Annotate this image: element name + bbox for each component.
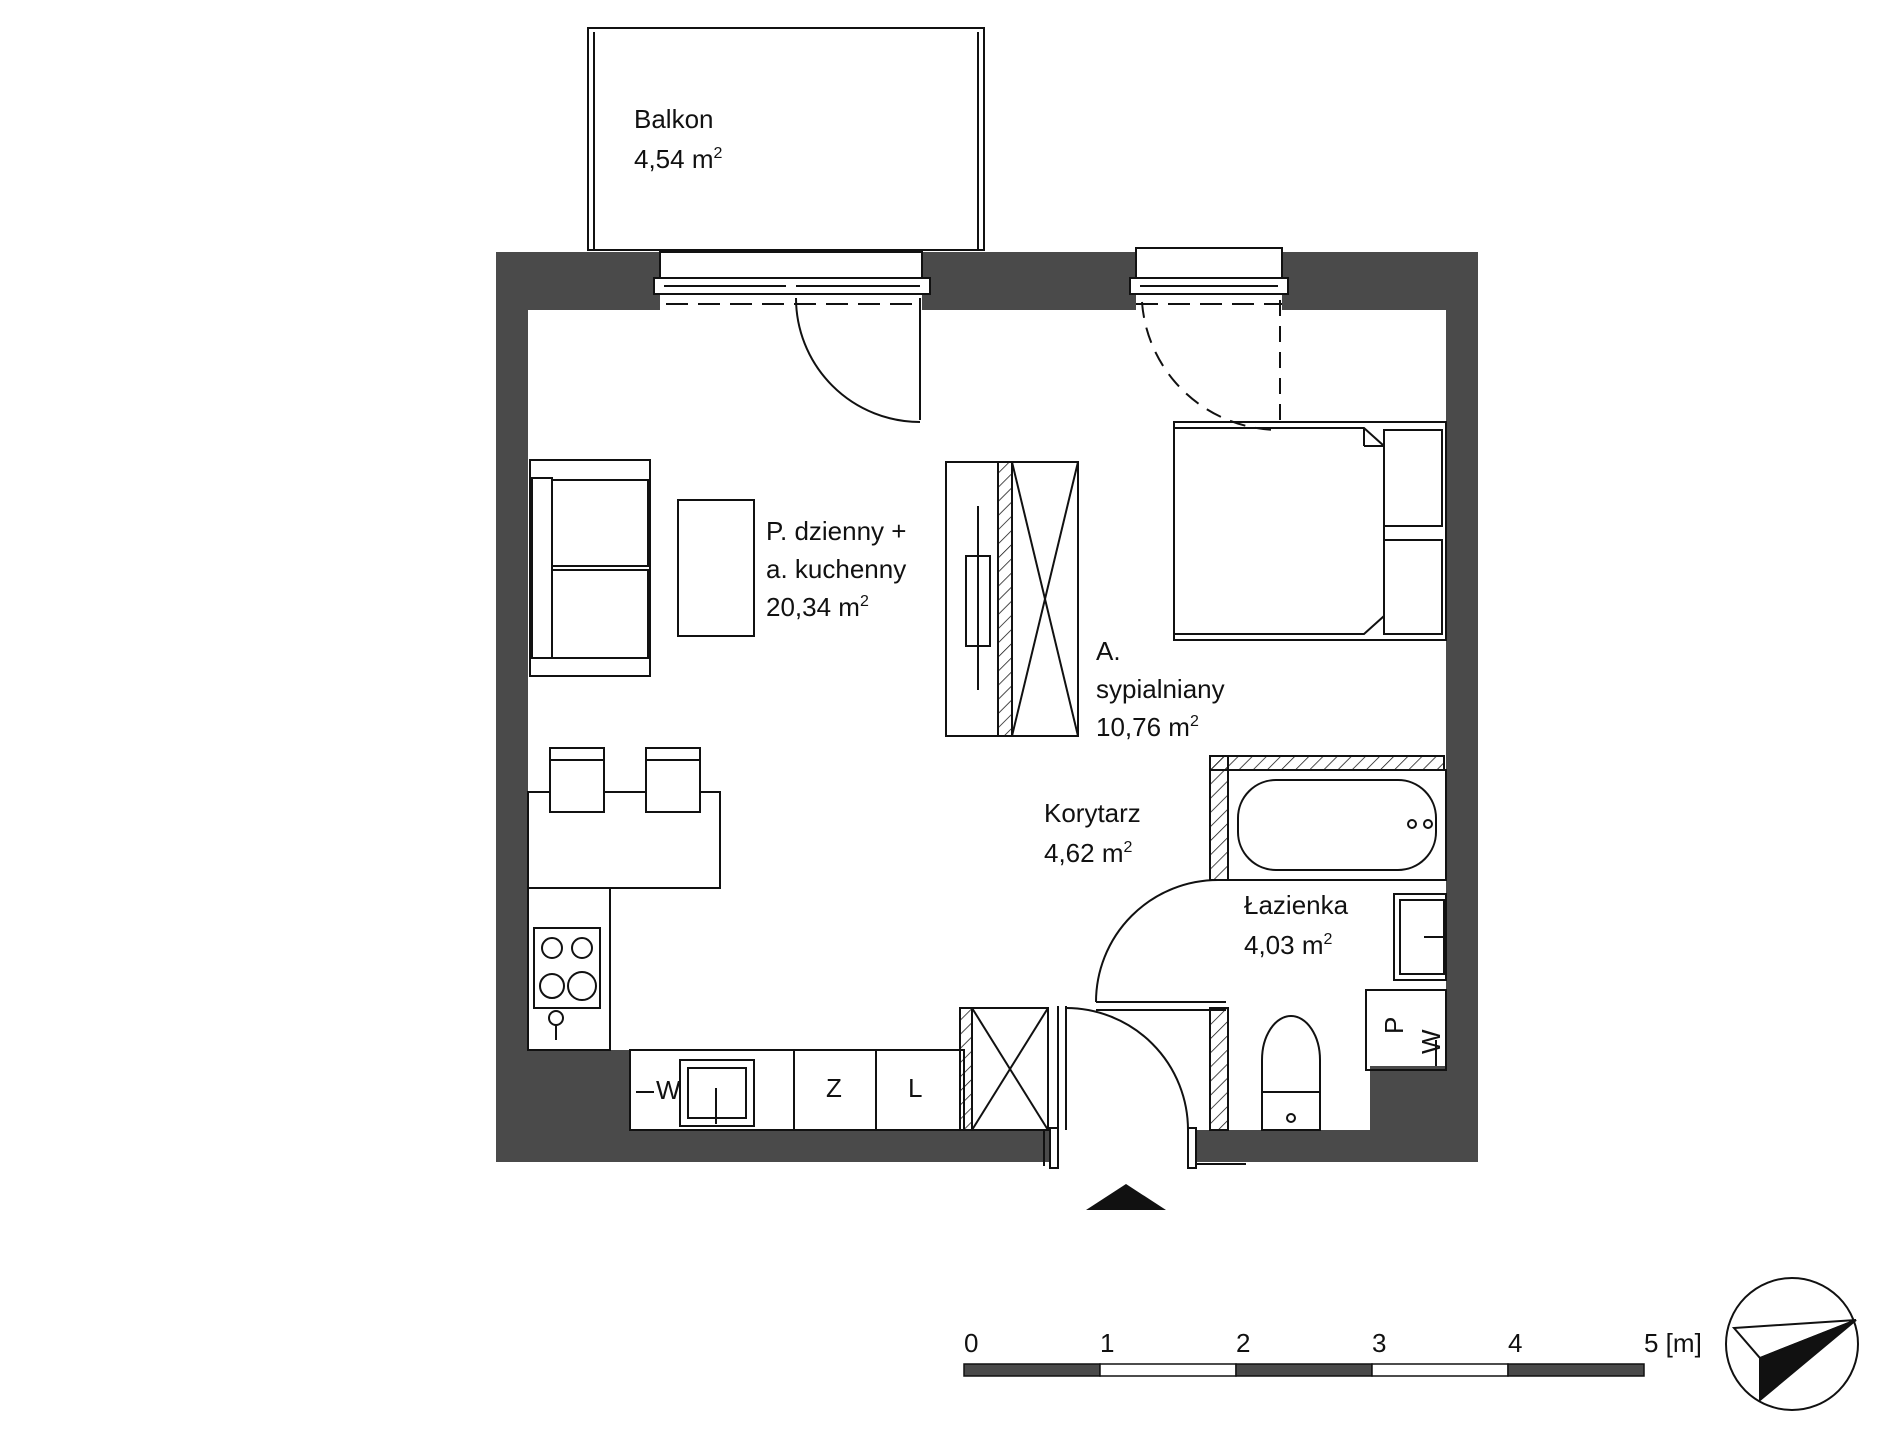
wardrobe <box>945 461 1079 737</box>
bedroom-name-1: A. <box>1096 636 1121 666</box>
label-living: P. dzienny + a. kuchenny 20,34 m2 <box>766 516 906 622</box>
label-balcony: Balkon 4,54 m2 <box>634 104 723 174</box>
living-area-sup: 2 <box>860 593 869 610</box>
scale-tick-3: 3 <box>1372 1328 1386 1358</box>
fridge-label: Z <box>826 1073 842 1103</box>
svg-text:4,03 m2: 4,03 m2 <box>1244 930 1333 960</box>
scale-tick-0: 0 <box>964 1328 978 1358</box>
walls <box>496 252 1478 1162</box>
bedroom-name-2: sypialniany <box>1096 674 1225 704</box>
coffee-table <box>677 499 755 637</box>
corridor-area-sup: 2 <box>1124 839 1133 856</box>
corridor-area: 4,62 m <box>1044 838 1124 868</box>
svg-text:4,62 m2: 4,62 m2 <box>1044 838 1133 868</box>
living-name-2: a. kuchenny <box>766 554 906 584</box>
scale-tick-4: 4 <box>1508 1328 1522 1358</box>
label-corridor: Korytarz 4,62 m2 <box>1044 798 1141 868</box>
bedroom-area-sup: 2 <box>1190 713 1199 730</box>
bedroom-area: 10,76 m <box>1096 712 1190 742</box>
sofa <box>529 459 651 677</box>
entrance-door <box>1043 1006 1246 1169</box>
balcony-door <box>653 251 931 423</box>
balcony-area: 4,54 m <box>634 144 714 174</box>
svg-text:20,34 m2: 20,34 m2 <box>766 592 869 622</box>
balcony-area-sup: 2 <box>714 145 723 162</box>
label-bedroom: A. sypialniany 10,76 m2 <box>1096 636 1225 742</box>
svg-text:4,54 m2: 4,54 m2 <box>634 144 723 174</box>
entrance-arrow-icon <box>1086 1184 1166 1210</box>
bedroom-window <box>1129 247 1289 431</box>
sink-water-label: W <box>656 1075 681 1105</box>
balcony <box>587 27 985 251</box>
scale-tick-2: 2 <box>1236 1328 1250 1358</box>
scale-tick-1: 1 <box>1100 1328 1114 1358</box>
bath-water-label: W <box>1416 1029 1446 1054</box>
washbasin <box>1393 893 1447 981</box>
svg-text:10,76 m2: 10,76 m2 <box>1096 712 1199 742</box>
living-area: 20,34 m <box>766 592 860 622</box>
bathroom-area: 4,03 m <box>1244 930 1324 960</box>
north-arrow-icon <box>1725 1277 1859 1411</box>
dining-table <box>527 747 721 889</box>
scale-tick-5: 5 [m] <box>1644 1328 1702 1358</box>
living-name-1: P. dzienny + <box>766 516 906 546</box>
washing-machine <box>1365 989 1447 1071</box>
kitchen-counter <box>527 887 1049 1131</box>
balcony-name: Balkon <box>634 104 714 134</box>
bathroom-area-sup: 2 <box>1324 931 1333 948</box>
scale-bar: 0 1 2 3 4 5 [m] <box>963 1328 1702 1377</box>
corridor-name: Korytarz <box>1044 798 1141 828</box>
bathtub <box>1227 769 1447 881</box>
label-bathroom: Łazienka 4,03 m2 <box>1244 890 1349 960</box>
toilet <box>1261 1015 1321 1131</box>
bed <box>1173 421 1447 641</box>
bathroom-name: Łazienka <box>1244 890 1349 920</box>
dishwasher-label: L <box>908 1073 922 1103</box>
washer-label: P <box>1379 1017 1409 1034</box>
